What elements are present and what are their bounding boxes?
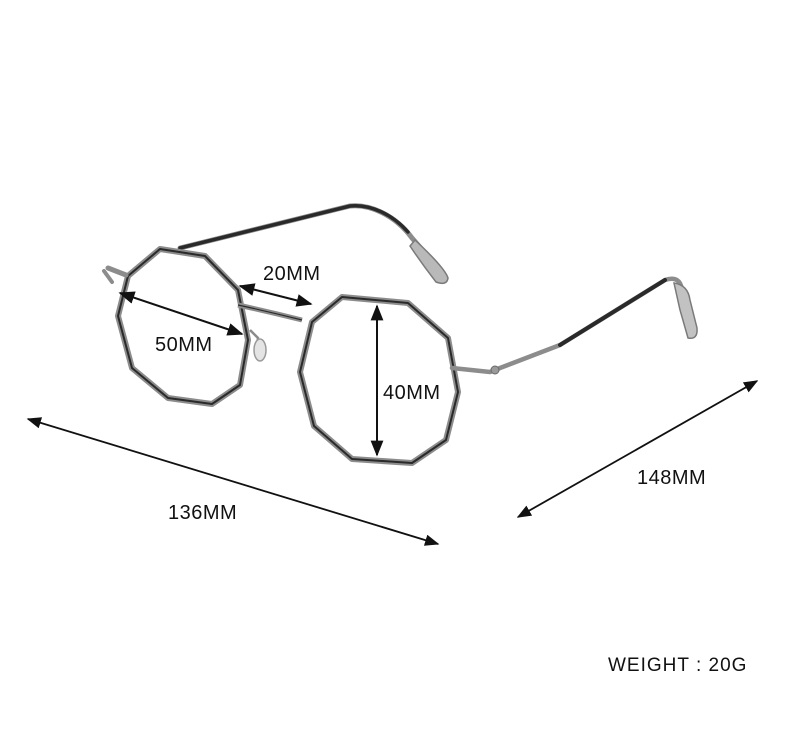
weight-separator: :: [695, 655, 703, 676]
right-lens-frame: [297, 294, 461, 466]
weight-value: 20G: [708, 655, 748, 676]
weight-label: WEIGHT: [608, 655, 690, 676]
bridge: [237, 302, 303, 323]
temple-length-arrow: [516, 380, 759, 518]
lens-height-label: 40MM: [383, 382, 441, 404]
hinge-icon: [490, 365, 500, 375]
near-temple: [449, 276, 698, 375]
lens-width-arrow: [118, 291, 244, 336]
temple-length-label: 148MM: [637, 467, 707, 489]
lens-width-label: 50MM: [155, 334, 213, 356]
frame-width-arrow: [26, 417, 440, 546]
bridge-width-label: 20MM: [263, 263, 321, 285]
near-temple-tip: [673, 282, 698, 340]
left-nose-pad: [253, 338, 267, 362]
frame-width-label: 136MM: [168, 502, 238, 524]
left-lens-frame: [102, 246, 251, 407]
weight-info: WEIGHT : 20G: [608, 656, 747, 675]
far-temple-tip: [409, 238, 449, 285]
bridge-width-arrow: [238, 283, 313, 307]
far-temple: [177, 203, 449, 285]
